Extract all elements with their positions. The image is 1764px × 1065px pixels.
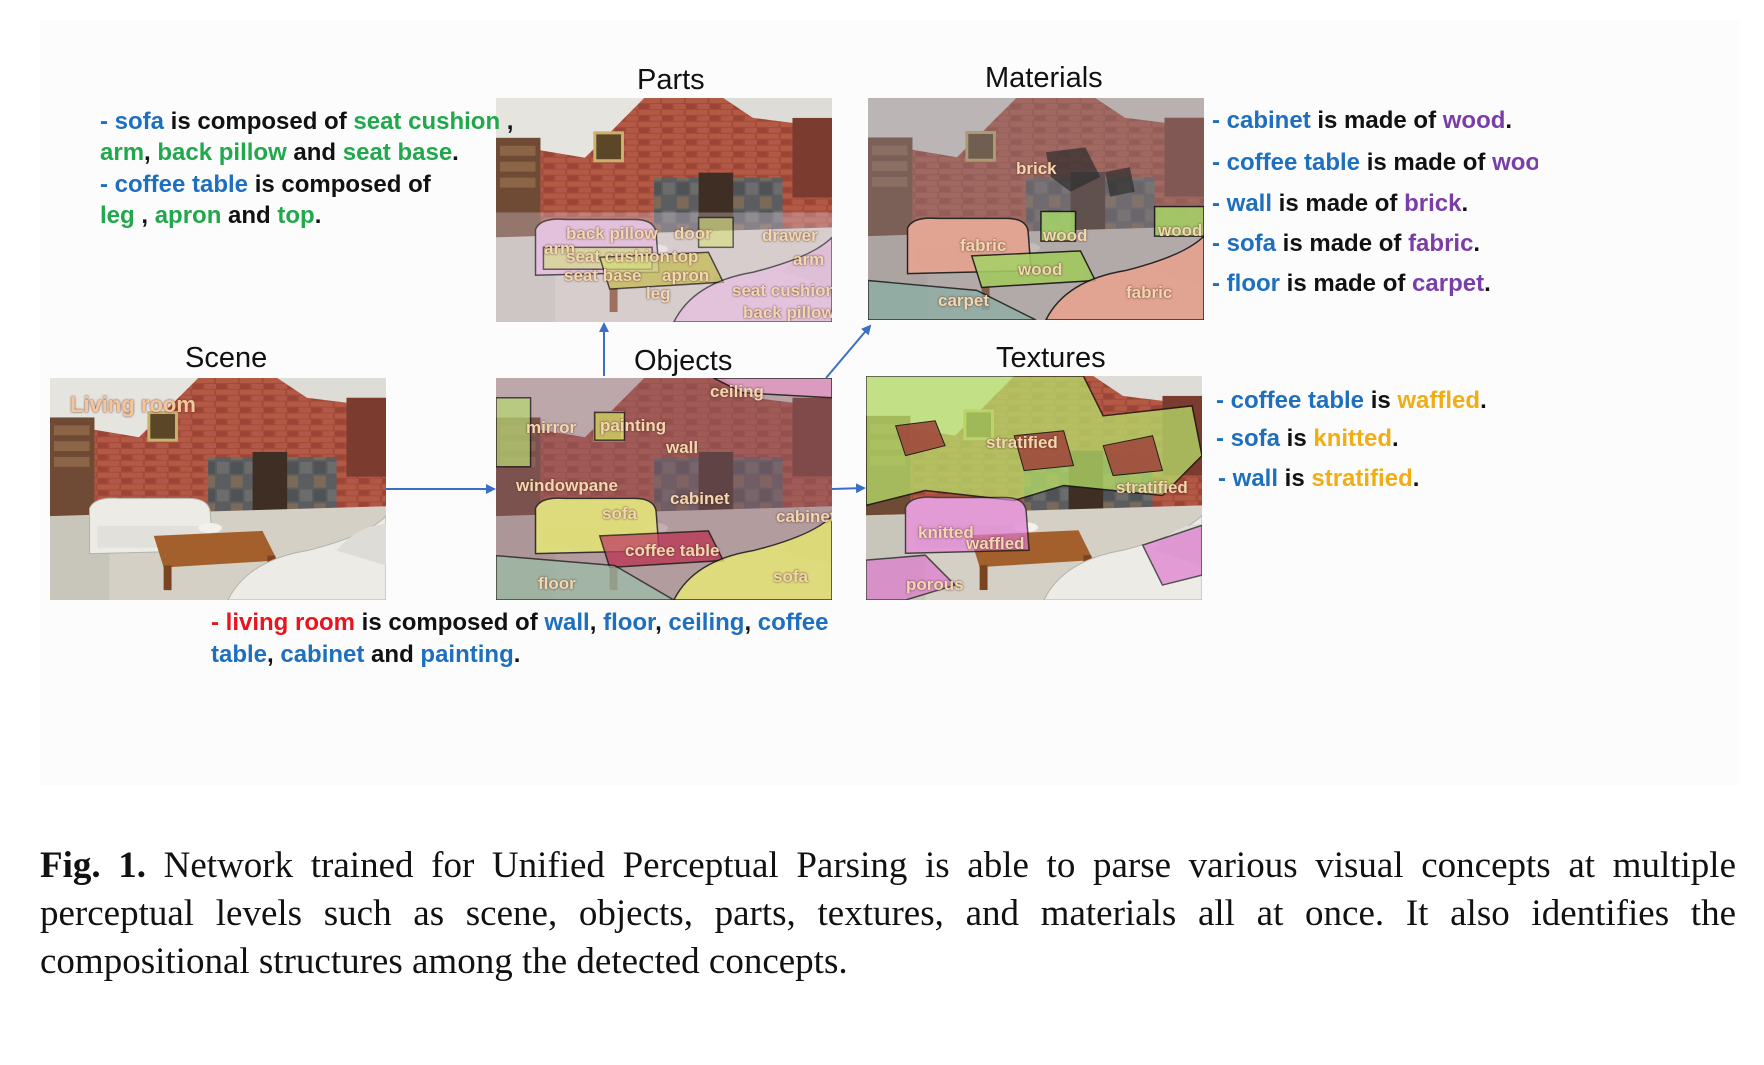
parts-label-back-pillow: back pillow [566, 224, 658, 243]
parts-label-top: top [672, 247, 699, 266]
materials-title: Materials [985, 62, 1103, 94]
objects-label-floor: floor [538, 574, 576, 593]
parts-label-arm: arm [544, 239, 576, 258]
parts-relation-line-4: leg , apron and top. [100, 202, 322, 229]
scene-label-living-room: Living room [70, 392, 196, 417]
textures-image: stratified stratified knitted waffled po… [866, 376, 1202, 600]
materials-image: brick fabric wood wood wood carpet fabri… [868, 98, 1204, 320]
materials-label-wood: wood [1043, 226, 1088, 245]
textures-label-stratified-2: stratified [1116, 478, 1188, 497]
materials-relation-1: - cabinet is made of wood. [1212, 107, 1513, 134]
parts-relation-line-2: arm, back pillow and seat base. [100, 139, 459, 166]
objects-label-sofa-2: sofa [773, 567, 808, 586]
materials-label-wood-3: wood [1018, 260, 1063, 279]
scene-image: Living room [50, 378, 386, 600]
objects-title: Objects [634, 345, 733, 377]
caption-text: Network trained for Unified Perceptual P… [40, 845, 1736, 982]
textures-relation-1: - coffee table is waffled. [1216, 387, 1487, 414]
objects-label-sofa: sofa [602, 504, 637, 523]
parts-label-arm-2: arm [793, 250, 825, 269]
textures-label-stratified: stratified [986, 433, 1058, 452]
objects-label-wall: wall [666, 438, 699, 457]
objects-label-coffee-table: coffee table [625, 541, 720, 560]
materials-relation-5: - floor is made of carpet. [1212, 270, 1491, 297]
parts-label-seat-cushion-2: seat cushion [732, 281, 832, 300]
objects-label-painting: painting [600, 416, 667, 435]
parts-label-seat-cushion: seat cushion [566, 247, 670, 266]
objects-label-windowpane: windowpane [516, 476, 618, 495]
parts-relation-line-3: - coffee table is composed of [100, 171, 431, 198]
objects-label-mirror: mirror [526, 418, 577, 437]
objects-image: ceiling mirror painting wall windowpane … [496, 378, 832, 600]
parts-label-leg: leg [646, 284, 671, 303]
textures-relation-2: - sofa is knitted. [1216, 425, 1399, 452]
textures-label-knitted: knitted [918, 523, 974, 542]
materials-label-fabric: fabric [960, 236, 1007, 255]
objects-label-ceiling: ceiling [710, 382, 764, 401]
parts-label-seat-base: seat base [564, 266, 642, 285]
parts-label-drawer: drawer [762, 226, 818, 245]
materials-relation-2: - coffee table is made of wood [1212, 149, 1538, 176]
materials-label-carpet: carpet [938, 291, 990, 310]
materials-label-wood-2: wood [1158, 221, 1203, 240]
parts-label-apron: apron [662, 266, 710, 285]
parts-title: Parts [637, 64, 705, 96]
textures-title: Textures [996, 342, 1106, 374]
objects-label-cabinet-2: cabinet [776, 507, 832, 526]
scene-relation-line-2: table, cabinet and painting. [211, 641, 521, 668]
materials-label-brick: brick [1016, 159, 1057, 178]
parts-label-door: door [674, 224, 712, 243]
textures-label-porous: porous [906, 575, 964, 594]
parts-label-back-pillow-2: back pillow [743, 303, 832, 322]
textures-relation-3: - wall is stratified. [1218, 465, 1420, 492]
objects-label-cabinet: cabinet [670, 489, 730, 508]
caption-label: Fig. 1. [40, 845, 147, 886]
scene-title: Scene [185, 342, 268, 374]
materials-relation-3: - wall is made of brick. [1212, 190, 1469, 217]
parts-relation-line-1: - sofa is composed of seat cushion , [100, 108, 514, 135]
scene-relation-line-1: - living room is composed of wall, floor… [211, 609, 829, 636]
figure-caption: Fig. 1. Network trained for Unified Perc… [40, 842, 1736, 986]
parts-image: back pillow door drawer arm seat cushion… [496, 98, 832, 322]
textures-label-waffled: waffled [966, 534, 1025, 553]
materials-relation-4: - sofa is made of fabric. [1212, 230, 1481, 257]
materials-label-fabric-2: fabric [1126, 283, 1173, 302]
